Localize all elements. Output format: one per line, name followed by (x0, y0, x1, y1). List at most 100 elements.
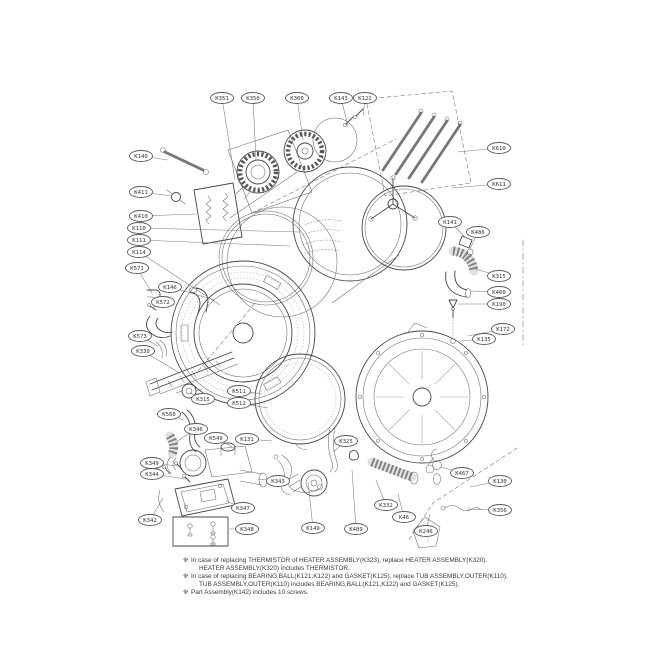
callout-K143: K143 (329, 92, 353, 127)
callout-bubble (374, 499, 398, 511)
footnote-line: HEATER ASSEMBLY(K320) includes THERMISTO… (183, 565, 603, 573)
callout-label: K130 (493, 479, 506, 485)
callout-K330: K330 (131, 345, 179, 373)
callout-K356: K356 (466, 504, 512, 516)
footnote-line: ※In case of replacing BEARING,BALL(K121,… (183, 573, 603, 581)
callout-bubble (488, 475, 512, 487)
bellows-hose-sketch (367, 456, 441, 485)
callout-label: K348 (240, 527, 254, 533)
callout-K512: K512 (227, 397, 269, 409)
callout-label: K410 (134, 214, 147, 220)
callout-label: K512 (232, 401, 245, 407)
callout-label: K350 (246, 96, 259, 102)
tub-oring-sketch (361, 185, 447, 271)
callout-label: K146 (163, 285, 176, 291)
callout-bubble (210, 92, 234, 104)
callout-K572: K572 (151, 296, 175, 309)
footnote-bullet: ※ (183, 557, 189, 564)
callout-K467: K467 (440, 466, 474, 479)
callout-label: K330 (136, 349, 149, 355)
callout-label: K549 (209, 436, 222, 442)
callout-label: K110 (132, 226, 145, 232)
callout-bubble (127, 246, 151, 258)
callout-bubble (127, 222, 151, 234)
callout-K114: K114 (127, 246, 221, 306)
callout-label: K46 (399, 515, 409, 521)
callout-bubble (138, 514, 162, 526)
callout-K146: K146 (158, 281, 216, 301)
callout-bubble (235, 433, 259, 445)
callout-label: K573 (133, 334, 146, 340)
footnote-bullet (191, 581, 199, 589)
callout-label: K571 (130, 266, 143, 272)
callout-bubble (285, 92, 309, 104)
callout-bubble (151, 296, 175, 308)
callout-label: K135 (477, 337, 490, 343)
footnote-line: ※In case of replacing THERMISTOR of HEAT… (183, 557, 603, 565)
footnote-bullet: ※ (183, 588, 189, 596)
callout-bubble (266, 475, 290, 487)
callout-K342: K342 (138, 497, 164, 526)
callout-bubble (487, 298, 511, 310)
motor-bolts-sketch (343, 108, 364, 127)
callout-bubble (129, 150, 153, 162)
callout-bubble (353, 92, 377, 104)
callout-label: K611 (492, 182, 505, 188)
callout-K46: K46 (392, 493, 416, 523)
callout-label: K342 (143, 518, 156, 524)
callout-label: K114 (132, 250, 146, 256)
callout-label: K140 (134, 154, 147, 160)
footnote-line: ※Part Assembly(K142) includes 10 screws. (183, 589, 603, 597)
callout-label: K572 (156, 300, 169, 306)
callout-label: K560 (162, 412, 175, 418)
callout-K560: K560 (157, 408, 184, 421)
callout-bubble (392, 511, 416, 523)
callout-K149: K149 (301, 481, 325, 534)
clip-sketch (348, 449, 359, 461)
callout-bubble (329, 92, 353, 104)
callout-label: K489 (349, 527, 362, 533)
callout-bubble (491, 323, 515, 335)
tub-front-sketch (355, 322, 489, 464)
callout-bubble (488, 504, 512, 516)
callout-bubble (414, 525, 438, 537)
hose-clamp-sketch (431, 448, 442, 470)
callout-bubble (487, 142, 511, 154)
wire-tie-sketch (440, 505, 482, 512)
callout-bubble (466, 226, 490, 238)
callout-label: K122 (358, 96, 371, 102)
tub-outer-sketch (226, 166, 408, 318)
drum-sketch (170, 260, 316, 406)
callout-K130: K130 (469, 475, 512, 488)
callout-K346: K346 (175, 423, 208, 443)
callout-label: K460 (492, 290, 505, 296)
callout-bubble (438, 216, 462, 228)
leader-line (296, 97, 304, 141)
callout-K351: K351 (210, 92, 236, 181)
callout-K315: K315 (189, 392, 215, 405)
leader-line (252, 97, 257, 161)
callout-K460: K460 (469, 286, 511, 298)
spider-sketch (368, 175, 418, 222)
callout-K573: K573 (128, 330, 159, 347)
callout-bubble (129, 210, 153, 222)
callout-K348: K348 (229, 523, 259, 535)
callout-label: K325 (339, 439, 352, 445)
footnote-text: TUB ASSEMBLY,OUTER(K110) includes BEARIN… (199, 580, 460, 588)
callout-K122: K122 (353, 92, 377, 117)
callout-K343: K343 (257, 475, 290, 487)
callout-label: K141 (443, 220, 456, 226)
callout-label: K111 (132, 238, 145, 244)
callout-label: K467 (455, 471, 468, 477)
callout-K325: K325 (332, 435, 358, 453)
callout-bubble (450, 467, 474, 479)
callout-K549: K549 (204, 432, 233, 448)
callout-K350: K350 (241, 92, 265, 161)
callout-label: K511 (232, 389, 245, 395)
callout-label: K351 (215, 96, 228, 102)
callout-K410: K410 (129, 210, 197, 222)
callout-bubble (140, 468, 164, 480)
callout-bubble (487, 270, 511, 282)
callout-bubble (231, 502, 255, 514)
